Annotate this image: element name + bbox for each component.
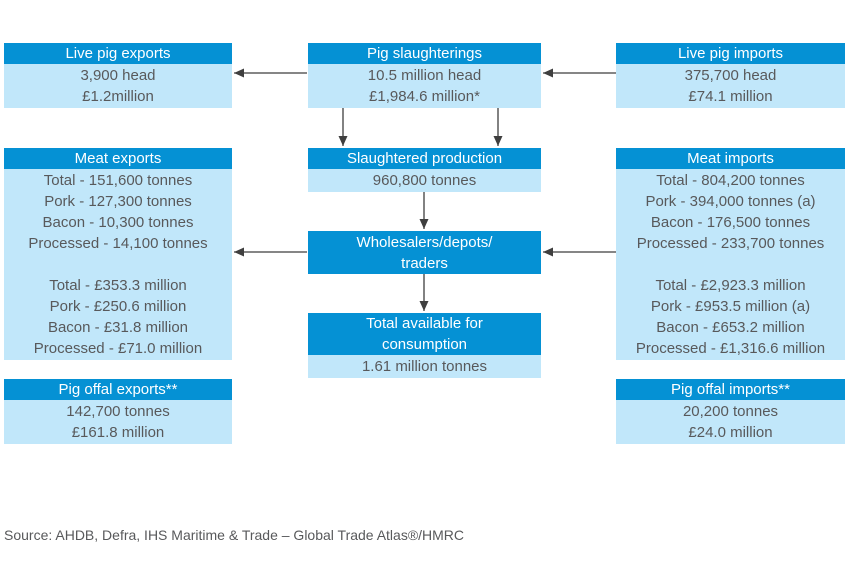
live-pig-exports-values: 3,900 head £1.2million <box>4 64 232 108</box>
pig-offal-imports-title: Pig offal imports** <box>616 379 845 400</box>
source-note: Source: AHDB, Defra, IHS Maritime & Trad… <box>4 527 465 543</box>
pig-offal-exports-values: 142,700 tonnes £161.8 million <box>4 400 232 444</box>
total-available-values: 1.61 million tonnes <box>308 355 541 378</box>
box-pig-slaughterings: Pig slaughterings 10.5 million head £1,9… <box>308 43 541 108</box>
box-pig-offal-exports: Pig offal exports** 142,700 tonnes £161.… <box>4 379 232 444</box>
box-wholesalers-depots-traders: Wholesalers/depots/ traders <box>308 231 541 274</box>
wholesalers-title: Wholesalers/depots/ traders <box>356 233 493 272</box>
live-pig-exports-title: Live pig exports <box>4 43 232 64</box>
box-live-pig-imports: Live pig imports 375,700 head £74.1 mill… <box>616 43 845 108</box>
meat-imports-title: Meat imports <box>616 148 845 169</box>
pig-offal-exports-title: Pig offal exports** <box>4 379 232 400</box>
box-meat-imports: Meat imports Total - 804,200 tonnes Pork… <box>616 148 845 360</box>
pig-slaughterings-title: Pig slaughterings <box>308 43 541 64</box>
pig-slaughterings-values: 10.5 million head £1,984.6 million* <box>308 64 541 108</box>
slaughtered-production-values: 960,800 tonnes <box>308 169 541 192</box>
box-slaughtered-production: Slaughtered production 960,800 tonnes <box>308 148 541 192</box>
box-live-pig-exports: Live pig exports 3,900 head £1.2million <box>4 43 232 108</box>
box-pig-offal-imports: Pig offal imports** 20,200 tonnes £24.0 … <box>616 379 845 444</box>
live-pig-imports-values: 375,700 head £74.1 million <box>616 64 845 108</box>
meat-exports-values: Total - 151,600 tonnes Pork - 127,300 to… <box>4 169 232 360</box>
meat-exports-title: Meat exports <box>4 148 232 169</box>
slaughtered-production-title: Slaughtered production <box>308 148 541 169</box>
total-available-title: Total available for consumption <box>308 313 541 355</box>
box-total-available-for-consumption: Total available for consumption 1.61 mil… <box>308 313 541 378</box>
live-pig-imports-title: Live pig imports <box>616 43 845 64</box>
box-meat-exports: Meat exports Total - 151,600 tonnes Pork… <box>4 148 232 360</box>
meat-imports-values: Total - 804,200 tonnes Pork - 394,000 to… <box>616 169 845 360</box>
pig-offal-imports-values: 20,200 tonnes £24.0 million <box>616 400 845 444</box>
